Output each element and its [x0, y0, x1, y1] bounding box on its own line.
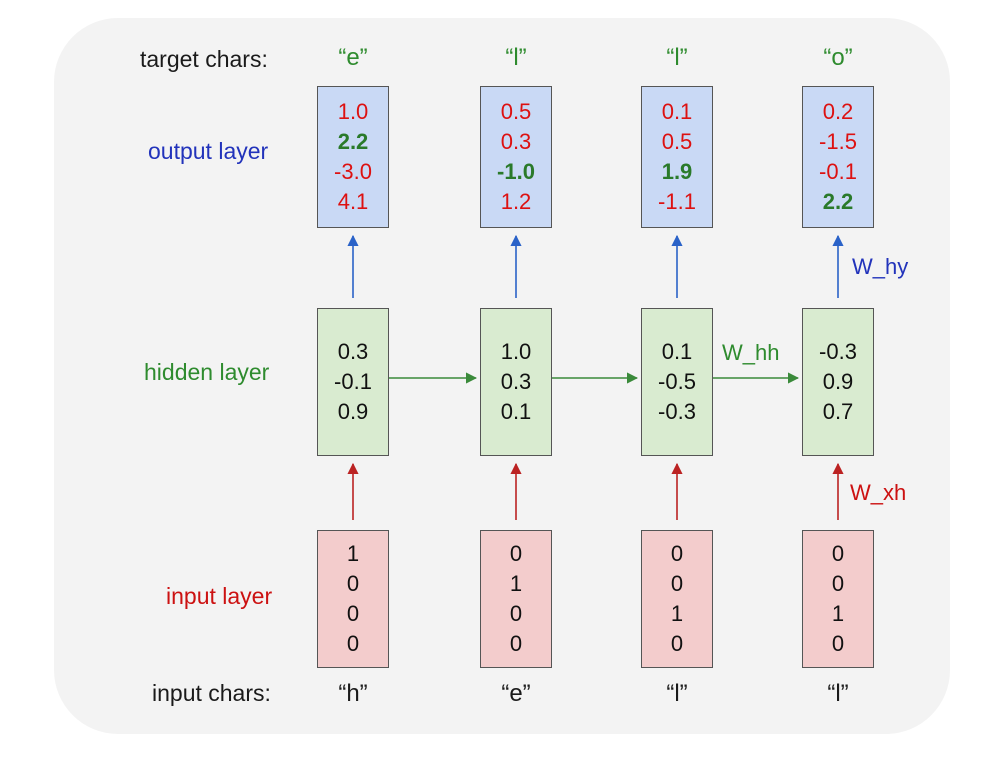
hidden-layer-label: hidden layer	[144, 359, 270, 385]
input-layer-label: input layer	[166, 583, 273, 609]
input-value: 1	[509, 571, 523, 596]
hidden-value: -0.5	[658, 369, 696, 394]
output-box-1: 0.5 0.3 -1.0 1.2	[480, 86, 552, 228]
input-box-2: 0 0 1 0	[641, 530, 713, 668]
input-value: 0	[346, 601, 360, 626]
w-hh-label: W_hh	[722, 340, 780, 365]
input-char-2: “l”	[666, 680, 688, 707]
input-char-1: “e”	[501, 680, 531, 707]
output-value: -3.0	[334, 159, 372, 184]
output-value: 1.2	[500, 189, 532, 214]
input-value: 0	[670, 571, 684, 596]
target-chars-label: target chars:	[140, 46, 268, 72]
input-box-0: 1 0 0 0	[317, 530, 389, 668]
output-value: -0.1	[819, 159, 857, 184]
hidden-value: 0.1	[661, 339, 693, 364]
hidden-value: -0.3	[819, 339, 857, 364]
output-value: 4.1	[337, 189, 369, 214]
target-char-3: “o”	[823, 44, 853, 71]
output-layer-label: output layer	[148, 138, 269, 164]
input-value: 0	[831, 631, 845, 656]
output-box-0: 1.0 2.2 -3.0 4.1	[317, 86, 389, 228]
input-value: 0	[670, 541, 684, 566]
output-value: -1.1	[658, 189, 696, 214]
input-value: 0	[509, 601, 523, 626]
input-value: 0	[509, 541, 523, 566]
output-value: 1.9	[661, 159, 693, 184]
hidden-box-1: 1.0 0.3 0.1	[480, 308, 552, 456]
input-char-0: “h”	[338, 680, 368, 707]
hidden-value: 1.0	[500, 339, 532, 364]
hidden-value: 0.9	[337, 399, 369, 424]
hidden-value: 0.7	[822, 399, 854, 424]
hidden-value: 0.1	[500, 399, 532, 424]
output-box-3: 0.2 -1.5 -0.1 2.2	[802, 86, 874, 228]
input-box-1: 0 1 0 0	[480, 530, 552, 668]
input-box-3: 0 0 1 0	[802, 530, 874, 668]
output-value: 0.5	[661, 129, 693, 154]
hidden-box-3: -0.3 0.9 0.7	[802, 308, 874, 456]
input-value: 1	[831, 601, 845, 626]
input-value: 0	[346, 631, 360, 656]
input-value: 1	[670, 601, 684, 626]
input-value: 0	[670, 631, 684, 656]
output-value: 0.2	[822, 99, 854, 124]
input-value: 0	[509, 631, 523, 656]
hidden-value: -0.1	[334, 369, 372, 394]
output-value: -1.0	[497, 159, 535, 184]
output-value: 0.5	[500, 99, 532, 124]
hidden-box-2: 0.1 -0.5 -0.3	[641, 308, 713, 456]
input-value: 0	[346, 571, 360, 596]
output-box-2: 0.1 0.5 1.9 -1.1	[641, 86, 713, 228]
hidden-box-0: 0.3 -0.1 0.9	[317, 308, 389, 456]
input-value: 1	[346, 541, 360, 566]
output-value: 2.2	[822, 189, 854, 214]
target-char-0: “e”	[338, 44, 368, 71]
w-hy-label: W_hy	[852, 254, 909, 279]
target-char-2: “l”	[666, 44, 688, 71]
input-value: 0	[831, 541, 845, 566]
hidden-value: 0.3	[337, 339, 369, 364]
output-value: 0.1	[661, 99, 693, 124]
input-char-3: “l”	[827, 680, 849, 707]
output-value: 2.2	[337, 129, 369, 154]
w-xh-label: W_xh	[850, 480, 907, 505]
hidden-value: 0.9	[822, 369, 854, 394]
input-value: 0	[831, 571, 845, 596]
hidden-value: -0.3	[658, 399, 696, 424]
target-char-1: “l”	[505, 44, 527, 71]
output-value: 1.0	[337, 99, 369, 124]
input-chars-label: input chars:	[152, 680, 271, 706]
hidden-value: 0.3	[500, 369, 532, 394]
output-value: 0.3	[500, 129, 532, 154]
output-value: -1.5	[819, 129, 857, 154]
